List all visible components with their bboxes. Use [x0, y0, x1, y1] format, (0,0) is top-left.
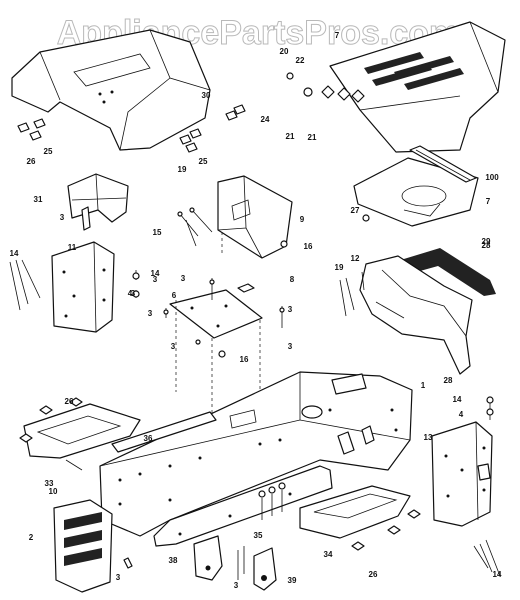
callout-28: 28	[482, 241, 491, 250]
mount-hardware	[132, 270, 285, 358]
callout-8: 8	[290, 275, 295, 284]
callout-35: 35	[254, 531, 263, 540]
callout-3: 3	[131, 289, 136, 298]
callout-2: 2	[29, 533, 34, 542]
callout-3: 3	[288, 305, 293, 314]
callout-27: 27	[351, 206, 360, 215]
callout-25: 25	[44, 147, 53, 156]
callout-10: 10	[49, 487, 58, 496]
callout-4: 4	[128, 289, 133, 298]
callout-26: 26	[65, 397, 74, 406]
part-19-12-hardware	[339, 271, 365, 317]
part-8-clip	[237, 283, 255, 293]
callout-30: 30	[202, 91, 211, 100]
part-29-grille	[394, 248, 496, 296]
part-28-front-nose	[359, 255, 473, 375]
callout-3: 3	[288, 342, 293, 351]
callout-31: 31	[34, 195, 43, 204]
bolt-3-lower-left	[123, 557, 133, 569]
callout-29: 29	[482, 237, 491, 246]
callout-3: 3	[60, 213, 65, 222]
callout-3: 3	[116, 573, 121, 582]
callout-3: 3	[171, 342, 176, 351]
callout-1: 1	[421, 381, 426, 390]
callout-14: 14	[493, 570, 502, 579]
part-11-side-plate-left	[51, 241, 115, 333]
part-14-bolts-right	[473, 396, 501, 577]
callout-24: 24	[261, 115, 270, 124]
callout-21: 21	[286, 132, 295, 141]
callout-7: 7	[486, 197, 491, 206]
hood-hardware	[286, 72, 365, 103]
callout-21: 21	[308, 133, 317, 142]
callout-19: 19	[178, 165, 187, 174]
part-2-plate-left	[53, 499, 113, 593]
callout-19: 19	[335, 263, 344, 272]
callout-14: 14	[151, 269, 160, 278]
callout-11: 11	[68, 243, 77, 252]
part-16-nut	[280, 240, 288, 248]
part-15-bolts	[177, 207, 213, 247]
callout-4: 4	[459, 410, 464, 419]
callout-100: 100	[485, 173, 499, 182]
callout-3: 3	[153, 275, 158, 284]
callout-7: 7	[335, 31, 340, 40]
part-1-main-frame	[99, 371, 413, 547]
callout-15: 15	[153, 228, 162, 237]
callout-26: 26	[27, 157, 36, 166]
part-100-strip	[409, 145, 477, 183]
callout-26: 26	[369, 570, 378, 579]
callout-20: 20	[280, 47, 289, 56]
part-34-footrest-right	[299, 485, 421, 551]
callout-6: 6	[172, 291, 177, 300]
part-33-footrest-left	[19, 397, 141, 471]
callout-12: 12	[351, 254, 360, 263]
callout-14: 14	[10, 249, 19, 258]
callout-34: 34	[324, 550, 333, 559]
callout-14: 14	[453, 395, 462, 404]
part-14-bolts-left	[9, 259, 41, 311]
callout-3: 3	[148, 309, 153, 318]
part-31-bracket	[67, 173, 129, 231]
part-27-grommet	[362, 214, 370, 222]
callout-3: 3	[181, 274, 186, 283]
callout-16: 16	[304, 242, 313, 251]
fender-hardware	[17, 104, 246, 153]
callout-25: 25	[199, 157, 208, 166]
bottom-bolts	[237, 482, 286, 580]
part-38-bracket	[193, 535, 223, 581]
callout-13: 13	[424, 433, 433, 442]
part-39-bracket	[253, 547, 277, 591]
part-30-rear-fender	[11, 29, 211, 151]
callout-22: 22	[296, 56, 305, 65]
callout-9: 9	[300, 215, 305, 224]
callout-38: 38	[169, 556, 178, 565]
callout-33: 33	[45, 479, 54, 488]
part-7-dash-plate	[353, 157, 479, 227]
callout-36: 36	[144, 434, 153, 443]
part-13-side-plate-right	[431, 421, 493, 527]
part-7-hood	[329, 21, 506, 153]
part-36-rail	[111, 411, 217, 453]
callout-3: 3	[234, 581, 239, 590]
callout-39: 39	[288, 576, 297, 585]
part-6-mount-plate	[169, 289, 263, 339]
callout-28: 28	[444, 376, 453, 385]
alignment-lines	[175, 232, 261, 446]
callout-16: 16	[240, 355, 249, 364]
